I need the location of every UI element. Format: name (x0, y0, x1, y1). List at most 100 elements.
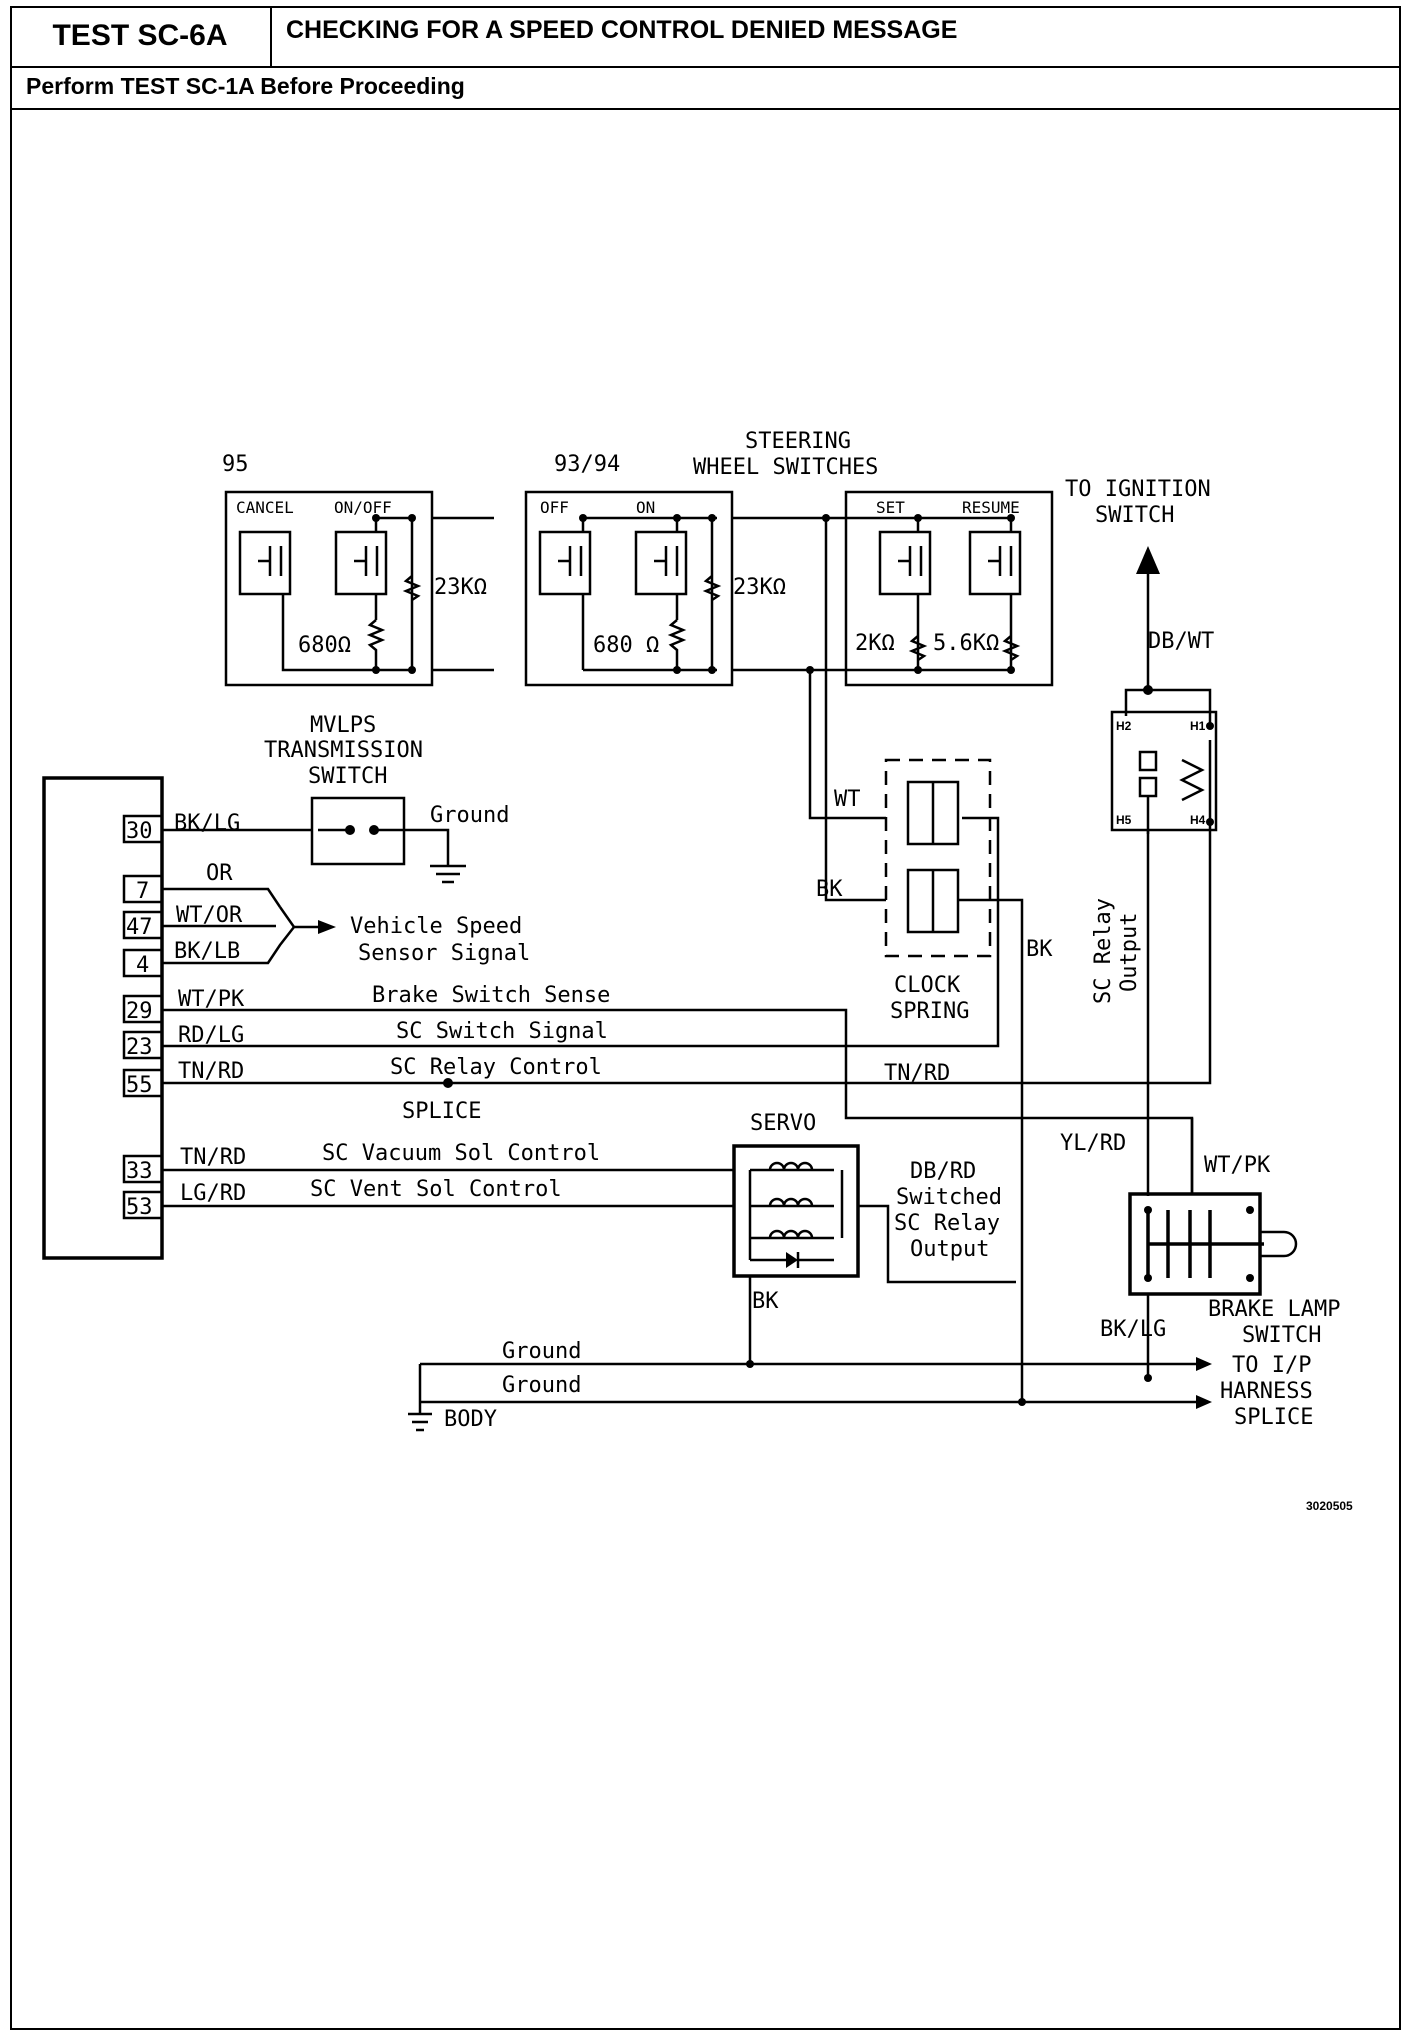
resistor-23k-icon (402, 575, 422, 602)
harness-l2: HARNESS (1220, 1379, 1313, 1404)
pin-55: 55 (126, 1073, 153, 1098)
panel-9394-r1: 23KΩ (733, 575, 786, 600)
body-ground-icon (408, 1412, 432, 1432)
brake-l2: SWITCH (1242, 1323, 1321, 1348)
pin-33-wire: TN/RD (180, 1145, 246, 1170)
body-label: BODY (444, 1407, 497, 1432)
panel-9394-year: 93/94 (554, 452, 620, 477)
switched-l2: Switched (896, 1185, 1002, 1210)
ground-icon (404, 828, 466, 884)
pin-53-signal: SC Vent Sol Control (310, 1177, 562, 1202)
panel-9394-on: ON (636, 498, 655, 517)
ground-1: Ground (502, 1339, 581, 1364)
pin-4-wire: BK/LB (174, 939, 240, 964)
brake-l1: BRAKE LAMP (1208, 1297, 1340, 1322)
relay-out-yl: YL/RD (1060, 1131, 1126, 1156)
pin-53: 53 (126, 1195, 153, 1220)
pin-47-wire: WT/OR (176, 903, 243, 928)
pin-29-signal: Brake Switch Sense (372, 983, 610, 1008)
off-switch-icon (538, 530, 592, 596)
panel-set-label: SET (876, 498, 905, 517)
on-switch-icon (634, 530, 688, 596)
test-title: CHECKING FOR A SPEED CONTROL DENIED MESS… (286, 16, 958, 44)
pin-row: 33 TN/RD SC Vacuum Sol Control (122, 1141, 734, 1184)
switched-l1: DB/RD (910, 1159, 976, 1184)
clockspring-l2: SPRING (890, 999, 969, 1024)
mvlps-line3: SWITCH (308, 764, 387, 789)
resistor-680-icon (366, 619, 386, 670)
page-frame (10, 6, 1401, 2030)
relay-h4: H4 (1190, 813, 1206, 827)
relay-h5: H5 (1116, 813, 1132, 827)
pin-23-signal: SC Switch Signal (396, 1019, 608, 1044)
set-switch-icon (878, 530, 932, 596)
pin-row: 55 TN/RD SC Relay Control (122, 821, 1212, 1098)
pin-row: 47 WT/OR (122, 903, 318, 940)
brake-wt-pk: WT/PK (1204, 1153, 1271, 1178)
clockspring-l1: CLOCK (894, 973, 961, 998)
panel-9394: 93/94 OFF ON 23KΩ 680 Ω (524, 452, 786, 687)
pin-33: 33 (126, 1159, 153, 1184)
panel-resume-label: RESUME (962, 498, 1020, 517)
relay-h2: H2 (1116, 719, 1132, 733)
clockspring-wt: WT (834, 787, 861, 812)
pin-row: 30 BK/LG (122, 811, 312, 844)
panel-9394-r2: 680 Ω (593, 633, 659, 658)
clockspring-bk: BK (816, 877, 843, 902)
relay-label1: SC Relay (1091, 898, 1116, 1004)
clockspring-bk-right: BK (1026, 937, 1053, 962)
panel-95-r1: 23KΩ (434, 575, 487, 600)
splice-label: SPLICE (402, 1099, 481, 1124)
panel-95-box (224, 490, 434, 687)
pin-7-wire: OR (206, 861, 233, 886)
pin-23: 23 (126, 1035, 153, 1060)
steering-title: STEERING (745, 429, 851, 454)
panel-95: 95 CANCEL ON/OFF 23KΩ 680Ω (222, 452, 487, 687)
panel-9394-off: OFF (540, 498, 569, 517)
pin-row: 7 OR (122, 861, 282, 908)
panel-set-r2: 5.6KΩ (933, 631, 999, 656)
onoff-switch-icon (334, 530, 388, 596)
panel-9394-box (524, 490, 734, 687)
mvlps-line2: TRANSMISSION (264, 738, 423, 763)
panel-set-box (844, 490, 1054, 687)
harness-l3: SPLICE (1234, 1405, 1313, 1430)
ground-2: Ground (502, 1373, 581, 1398)
vss-line2: Sensor Signal (358, 941, 530, 966)
relay-h1: H1 (1190, 719, 1206, 733)
pin-4: 4 (136, 953, 149, 978)
pin-23-wire: RD/LG (178, 1023, 244, 1048)
prerequisite-text: Perform TEST SC-1A Before Proceeding (26, 73, 465, 99)
pin-53-wire: LG/RD (180, 1181, 246, 1206)
clockspring-box (884, 758, 992, 958)
vss-line1: Vehicle Speed (350, 914, 522, 939)
mvlps-line1: MVLPS (310, 713, 376, 738)
arrow-up-icon (1136, 546, 1160, 574)
pin-29: 29 (126, 999, 153, 1024)
panel-set-r1: 2KΩ (855, 631, 895, 656)
relay-label2: Output (1117, 913, 1142, 992)
prerequisite-row (10, 66, 1401, 110)
plunger-icon (1260, 1230, 1298, 1258)
servo-title: SERVO (750, 1111, 816, 1136)
figure-id: 3020505 (1306, 1499, 1353, 1513)
pin-row: 23 RD/LG SC Switch Signal (122, 816, 1000, 1060)
pin-row: 29 WT/PK Brake Switch Sense (122, 983, 1194, 1194)
panel-95-r2: 680Ω (298, 633, 351, 658)
arrow-right-icon (1196, 1357, 1212, 1371)
pin-55-signal: SC Relay Control (390, 1055, 602, 1080)
pin-29-wire: WT/PK (178, 987, 245, 1012)
switched-l4: Output (910, 1237, 989, 1262)
relay-box (1110, 710, 1218, 832)
relay-contact-icon (1138, 750, 1158, 772)
resume-switch-icon (968, 530, 1022, 596)
arrow-right-icon (318, 920, 336, 934)
pin-55-wire: TN/RD (178, 1059, 244, 1084)
ignition-line1: TO IGNITION (1065, 477, 1211, 502)
servo-box (732, 1144, 860, 1278)
servo-coil-icon (768, 1161, 814, 1171)
pin-row: 53 LG/RD SC Vent Sol Control (122, 1177, 734, 1220)
relay-coil-icon (1179, 758, 1205, 802)
panel-95-year: 95 (222, 452, 249, 477)
